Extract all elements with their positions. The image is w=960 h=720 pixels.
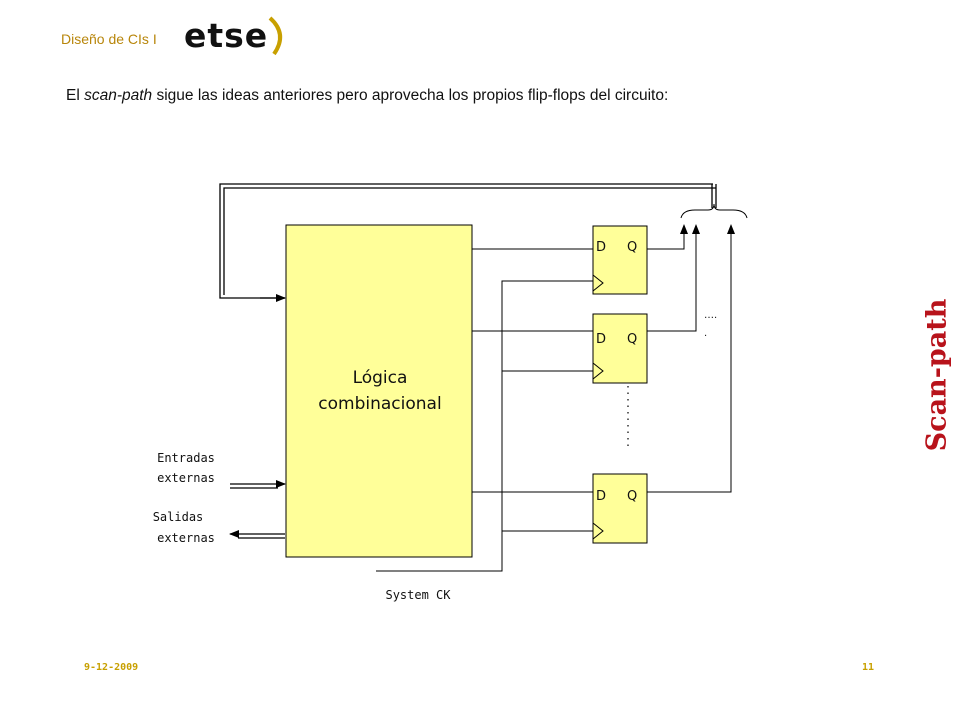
ff2-q-label: Q [627, 332, 637, 347]
logic-block [285, 224, 473, 558]
d-input-wires [472, 248, 593, 493]
ff2-d-label: D [596, 332, 606, 347]
ext-out-label-1: Salidas [153, 510, 204, 524]
ff1-q-label: Q [627, 240, 637, 255]
clock-label: System CK [385, 588, 451, 602]
intro-suffix: sigue las ideas anteriores pero aprovech… [152, 87, 669, 104]
course-title: Diseño de CIs I [61, 31, 157, 47]
ext-in-label-2: externas [157, 471, 215, 485]
q-output-wires [647, 224, 735, 493]
logo-swoosh [268, 16, 282, 56]
intro-emph: scan-path [84, 87, 153, 104]
logic-label-2: combinacional [318, 394, 441, 414]
ext-in-label-1: Entradas [157, 451, 215, 465]
flip-flop-2 [592, 313, 648, 384]
bus-dots-2: . [704, 328, 707, 339]
ext-out-label-2: externas [157, 531, 215, 545]
logo-text: etse [184, 16, 268, 55]
intro-text: El scan-path sigue las ideas anteriores … [66, 87, 668, 105]
bus-dots-1: …. [704, 310, 717, 321]
ffn-d-label: D [596, 489, 606, 504]
footer-date: 9-12-2009 [84, 662, 139, 673]
ffn-q-label: Q [627, 489, 637, 504]
intro-prefix: El [66, 87, 85, 104]
flip-flop-1 [592, 225, 648, 295]
logic-label-1: Lógica [353, 368, 408, 388]
ext-out-arrow [229, 530, 285, 539]
bus-brace [680, 203, 748, 219]
ff1-d-label: D [596, 240, 606, 255]
etse-logo: etse [184, 16, 282, 56]
feedback-bus [219, 183, 717, 302]
ext-in-arrow [230, 480, 286, 489]
flip-flop-n [592, 473, 648, 544]
page-number: 11 [862, 662, 875, 673]
clock-wires [376, 280, 593, 572]
side-title: Scan-path [921, 298, 953, 452]
